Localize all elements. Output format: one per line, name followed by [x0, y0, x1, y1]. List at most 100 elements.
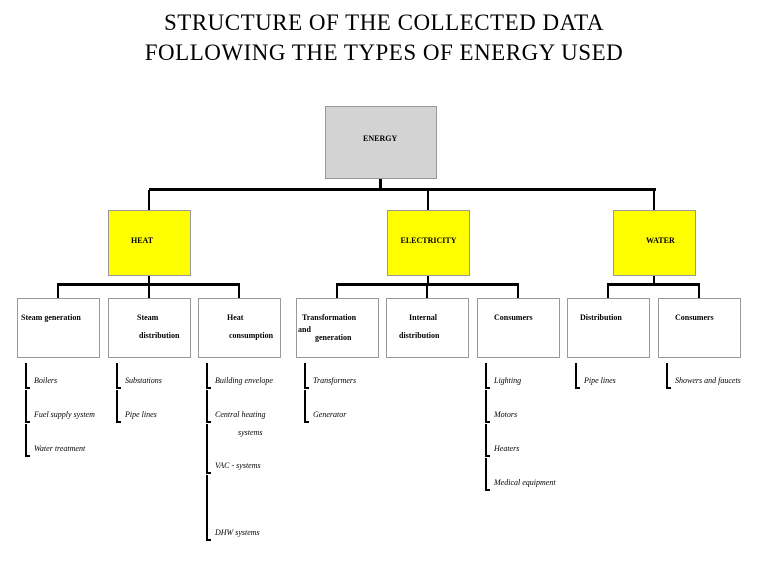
- connector-line: [149, 188, 656, 191]
- connector-line: [148, 276, 150, 285]
- bracket-tick: [206, 539, 211, 541]
- connector-line: [427, 190, 429, 210]
- leaf-item: Water treatment: [34, 444, 86, 453]
- subcategory-box: Heat consumption: [198, 298, 281, 358]
- energy-box: ENERGY: [325, 106, 437, 179]
- bracket-line: [25, 363, 27, 387]
- bracket-tick: [25, 421, 30, 423]
- subcategory-label: Transformation: [302, 313, 357, 322]
- title-line-1: STRUCTURE OF THE COLLECTED DATA: [163, 10, 604, 35]
- connector-line: [336, 285, 338, 298]
- bracket-tick: [206, 421, 211, 423]
- leaf-item: Pipe lines: [584, 376, 616, 385]
- bracket-line: [116, 390, 118, 421]
- connector-line: [607, 285, 609, 298]
- bracket-line: [25, 390, 27, 421]
- title-line-2: FOLLOWING THE TYPES OF ENERGY USED: [144, 40, 624, 65]
- connector-line: [57, 283, 240, 286]
- subcategory-box: Consumers: [658, 298, 741, 358]
- subcategory-box: Distribution: [567, 298, 650, 358]
- subcategory-label: Steam: [137, 313, 159, 322]
- subcategory-label: and: [298, 325, 311, 334]
- bracket-tick: [485, 489, 490, 491]
- subcategory-box: Steam generation: [17, 298, 100, 358]
- bracket-tick: [485, 387, 490, 389]
- leaf-item: Building envelope: [215, 376, 273, 385]
- subcategory-label: Consumers: [494, 313, 533, 322]
- bracket-tick: [25, 455, 30, 457]
- category-label: ELECTRICITY: [400, 236, 457, 245]
- energy-label: ENERGY: [363, 134, 398, 143]
- connector-line: [653, 276, 655, 285]
- leaf-item: Motors: [494, 410, 518, 419]
- bracket-line: [304, 363, 306, 387]
- subcategory-label: Steam generation: [21, 313, 81, 322]
- leaf-item: Showers and faucets: [675, 376, 741, 385]
- bracket-line: [485, 363, 487, 387]
- leaf-item: DHW systems: [215, 528, 260, 537]
- subcategory-label: distribution: [399, 331, 440, 340]
- subcategory-label: Heat: [227, 313, 244, 322]
- leaf-item: Pipe lines: [125, 410, 157, 419]
- leaf-item: Lighting: [494, 376, 522, 385]
- subcategory-box: Consumers: [477, 298, 560, 358]
- leaf-item: Boilers: [34, 376, 58, 385]
- bracket-tick: [25, 387, 30, 389]
- bracket-line: [485, 390, 487, 421]
- bracket-line: [485, 458, 487, 489]
- bracket-tick: [485, 455, 490, 457]
- leaf-item: VAC - systems: [215, 461, 261, 470]
- bracket-tick: [116, 421, 121, 423]
- leaf-item: Fuel supply system: [34, 410, 95, 419]
- category-box-water: WATER: [613, 210, 696, 276]
- leaf-item: Transformers: [313, 376, 357, 385]
- connector-line: [336, 283, 519, 286]
- connector-line: [607, 283, 700, 286]
- category-box-electricity: ELECTRICITY: [387, 210, 470, 276]
- subcategory-box: Internal distribution: [386, 298, 469, 358]
- bracket-tick: [206, 387, 211, 389]
- bracket-tick: [206, 472, 211, 474]
- bracket-tick: [575, 387, 580, 389]
- subcategory-label: Consumers: [675, 313, 714, 322]
- bracket-tick: [116, 387, 121, 389]
- leaf-item: systems: [238, 428, 263, 437]
- leaf-item: Substations: [125, 376, 162, 385]
- bracket-tick: [666, 387, 671, 389]
- leaf-item: Heaters: [494, 444, 520, 453]
- bracket-tick: [485, 421, 490, 423]
- connector-line: [379, 179, 382, 190]
- subcategory-box: Steam distribution: [108, 298, 191, 358]
- connector-line: [517, 285, 519, 298]
- bracket-line: [25, 424, 27, 455]
- connector-line: [148, 190, 150, 210]
- connector-line: [698, 285, 700, 298]
- subcategory-label: consumption: [229, 331, 274, 340]
- bracket-line: [116, 363, 118, 387]
- subcategory-label: distribution: [139, 331, 180, 340]
- subcategory-label: generation: [315, 333, 352, 342]
- leaf-item: Medical equipment: [494, 478, 556, 487]
- connector-line: [57, 285, 59, 298]
- connector-line: [427, 276, 429, 285]
- bracket-line: [206, 390, 208, 421]
- category-box-heat: HEAT: [108, 210, 191, 276]
- bracket-line: [206, 363, 208, 387]
- subcategory-label: Internal: [409, 313, 437, 322]
- leaf-item: Generator: [313, 410, 347, 419]
- bracket-line: [666, 363, 668, 387]
- category-label: HEAT: [131, 236, 154, 245]
- bracket-tick: [304, 421, 309, 423]
- bracket-line: [206, 475, 208, 539]
- category-label: WATER: [646, 236, 675, 245]
- bracket-line: [304, 390, 306, 421]
- bracket-line: [575, 363, 577, 387]
- subcategory-label: Distribution: [580, 313, 622, 322]
- bracket-tick: [304, 387, 309, 389]
- connector-line: [426, 285, 428, 298]
- connector-line: [238, 285, 240, 298]
- connector-line: [653, 190, 655, 210]
- bracket-line: [206, 424, 208, 472]
- subcategory-box: Transformation and generation: [296, 298, 379, 358]
